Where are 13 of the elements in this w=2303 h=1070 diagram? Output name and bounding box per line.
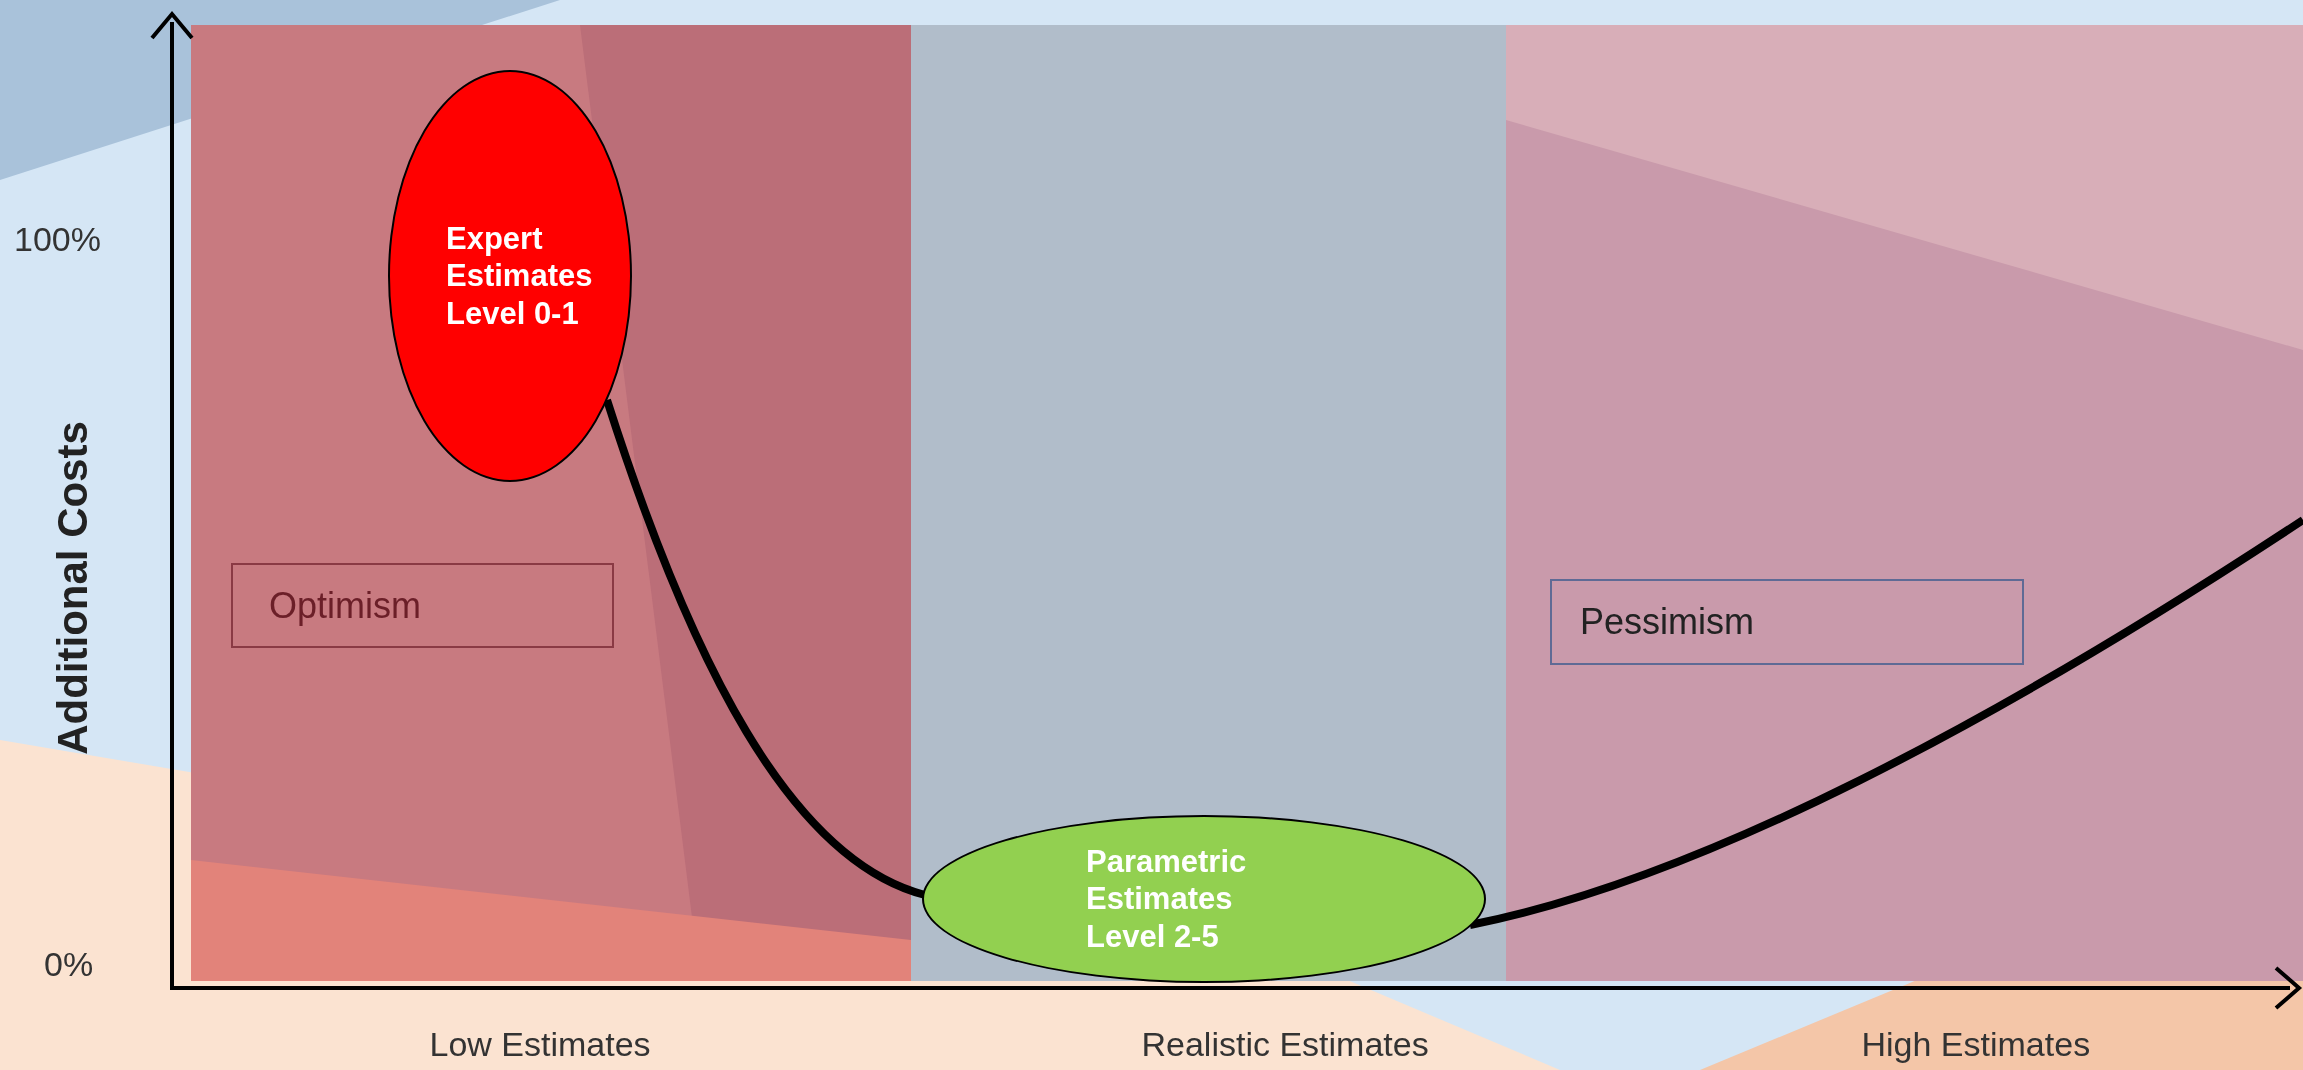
axis-category-label: High Estimates xyxy=(1861,1025,2091,1064)
box-label: Optimism xyxy=(269,584,421,627)
pessimism-box xyxy=(1550,579,2024,665)
axis-category-label: Low Estimates xyxy=(429,1025,651,1064)
box-label: Pessimism xyxy=(1580,601,1754,643)
optimism-box xyxy=(231,563,614,648)
axis-title: Additional Costs xyxy=(49,421,97,755)
axis-tick-label: 100% xyxy=(14,220,101,259)
ellipse-label: Expert Estimates Level 0-1 xyxy=(446,220,594,332)
ellipse-label: Parametric Estimates Level 2-5 xyxy=(1086,843,1248,955)
axis-category-label: Realistic Estimates xyxy=(1141,1025,1429,1064)
axis-tick-label: 0% xyxy=(44,945,94,984)
cost-curve xyxy=(1469,516,2303,929)
